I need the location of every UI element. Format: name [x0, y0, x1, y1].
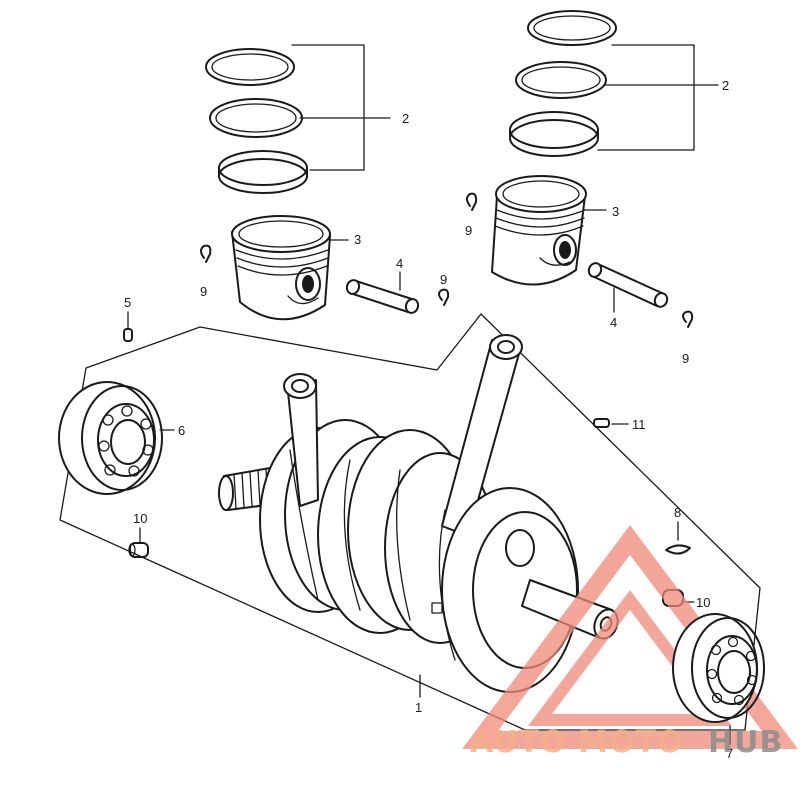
dowel-pin-11 [593, 418, 610, 428]
callout-8: 8 [674, 505, 681, 520]
callout-2-right: 2 [722, 78, 729, 93]
callout-10-a: 10 [133, 511, 147, 526]
bearing-left-6 [58, 381, 163, 495]
callout-leader-2-left [291, 44, 391, 171]
automotohub-watermark-text: AUTO MOTO HUB [470, 725, 783, 760]
callout-4-left: 4 [396, 256, 403, 271]
watermark-hub: HUB [708, 725, 783, 760]
callout-3-right: 3 [612, 204, 619, 219]
circlip-right-b [682, 310, 694, 328]
callout-1: 1 [415, 700, 422, 715]
callout-9-d: 9 [682, 351, 689, 366]
callout-2-left: 2 [402, 111, 409, 126]
circlip-right-a [466, 192, 478, 211]
callout-6: 6 [178, 423, 185, 438]
piston-rings-right [509, 10, 617, 157]
watermark-auto: AUTO [470, 725, 567, 760]
callout-leader-2-right [597, 44, 719, 151]
woodruff-key-8 [665, 544, 691, 555]
crankshaft [218, 334, 619, 693]
piston-right [491, 175, 587, 286]
piston-rings-left [205, 48, 308, 194]
piston-left [231, 215, 331, 321]
callout-11: 11 [632, 417, 646, 432]
callout-10-b: 10 [696, 595, 710, 610]
bearing-right-7 [672, 613, 765, 723]
watermark-moto: MOTO [578, 725, 683, 760]
dowel-pin-5 [123, 328, 133, 342]
piston-pin-left [345, 279, 420, 314]
piston-pin-right [587, 262, 669, 308]
callout-3-left: 3 [354, 232, 361, 247]
callout-9-b: 9 [440, 272, 447, 287]
circlip-left-a [200, 244, 212, 263]
callout-9-c: 9 [465, 223, 472, 238]
callout-7: 7 [726, 746, 733, 761]
callout-4-right: 4 [610, 315, 617, 330]
circlip-left-b [438, 288, 450, 306]
callout-5: 5 [124, 295, 131, 310]
callout-9-a: 9 [200, 284, 207, 299]
